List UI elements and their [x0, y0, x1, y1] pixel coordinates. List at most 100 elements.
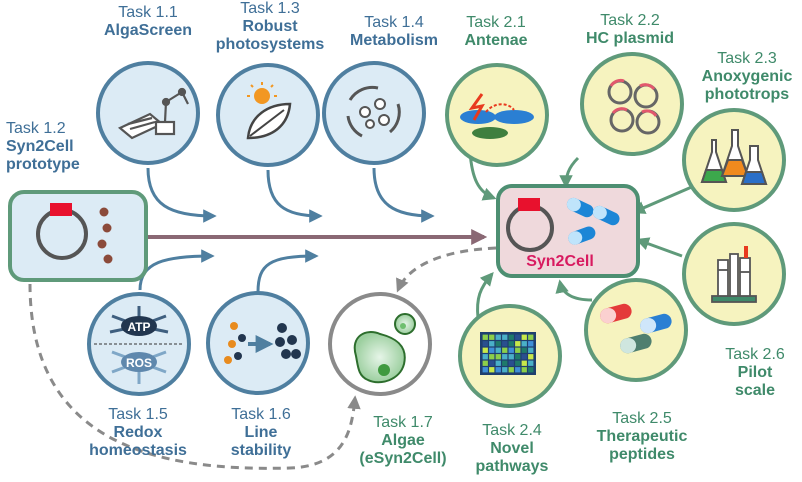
task-1-6-label: Task 1.6 Line stability: [206, 406, 316, 460]
pathway-grid-cell: [521, 367, 527, 373]
plasmid-rings-icon: [607, 78, 661, 135]
task-2-2-label: Task 2.2 HC plasmid: [570, 12, 690, 48]
task-1-1-label: Task 1.1 AlgaScreen: [88, 4, 208, 40]
task-title: Robust photosystems: [215, 18, 325, 53]
robot-arm-icon: [117, 87, 189, 140]
pathway-grid-cell: [502, 367, 508, 373]
pathway-grid-cell: [515, 347, 521, 353]
pathway-grid-cell: [489, 341, 495, 347]
task-number: Task 1.2: [6, 120, 66, 137]
task-title: Metabolism: [349, 32, 438, 49]
task-1-7-label: Task 1.7 Algae (eSyn2Cell): [348, 414, 458, 468]
task-1-2-label: Task 1.2 Syn2Cell prototype: [0, 120, 106, 174]
task-number: Task 2.3: [717, 50, 777, 67]
dashed-arrow-to-algae: [28, 283, 361, 470]
task-title: HC plasmid: [585, 30, 674, 47]
pathway-grid-cell: [495, 341, 501, 347]
task-title: Pilot scale: [734, 364, 776, 399]
pathway-grid-cell: [515, 354, 521, 360]
pathway-grid-cell: [482, 347, 488, 353]
task-number: Task 1.5: [108, 406, 168, 423]
task-2-6-circle: [682, 222, 786, 326]
pathway-grid-cell: [508, 341, 514, 347]
pathway-grid-cell: [502, 341, 508, 347]
cell-division-icon: [224, 322, 301, 364]
task-title: Line stability: [230, 424, 292, 459]
task-2-4-label: Task 2.4 Novel pathways: [470, 422, 554, 476]
syn2cell-center-label: Syn2Cell: [526, 253, 594, 270]
task-1-6-circle: [206, 291, 310, 395]
pathway-grid-cell: [528, 347, 534, 353]
arrow-task-1-6: [256, 249, 319, 293]
pathway-grid-cell: [528, 367, 534, 373]
task-1-5-label: Task 1.5 Redox homeostasis: [78, 406, 198, 460]
pathway-grid-cell: [495, 360, 501, 366]
task-2-1-label: Task 2.1 Antenae: [446, 14, 546, 50]
pathway-grid-cell: [495, 367, 501, 373]
pathway-grid-cell: [515, 341, 521, 347]
pathway-grid-cell: [489, 347, 495, 353]
task-title: Therapeutic peptides: [596, 428, 688, 463]
pathway-grid-cell: [528, 341, 534, 347]
task-number: Task 2.6: [725, 346, 785, 363]
pathway-grid-cell: [508, 367, 514, 373]
task-number: Task 2.5: [612, 410, 672, 427]
pathway-grid-cell: [489, 334, 495, 340]
pathway-grid-cell: [508, 334, 514, 340]
task-number: Task 1.7: [373, 414, 433, 431]
task-title: AlgaScreen: [103, 22, 193, 39]
alga-cell-icon: [353, 313, 416, 384]
task-2-6-label: Task 2.6 Pilot scale: [710, 346, 800, 400]
pathway-grid-cell: [528, 334, 534, 340]
pathway-grid-cell: [482, 367, 488, 373]
pathway-grid-cell: [495, 347, 501, 353]
pilot-bioreactor-icon: [711, 246, 757, 303]
metabolism-cycle-icon: [346, 85, 401, 138]
redox-atp-ros-icon: ATP ROS: [94, 306, 184, 384]
pathway-grid-cell: [482, 341, 488, 347]
task-number: Task 1.1: [118, 4, 178, 21]
task-1-5-circle: ATP ROS: [87, 292, 191, 396]
task-number: Task 1.6: [231, 406, 291, 423]
syn2cell-center-box: [496, 184, 640, 278]
task-title: Syn2Cell prototype: [6, 138, 80, 173]
plasmid-insert: [50, 203, 72, 216]
pathway-grid-cell: [489, 367, 495, 373]
pathway-grid-cell: [508, 347, 514, 353]
arrow-task-2-3: [631, 184, 695, 214]
pathway-grid-cell: [521, 354, 527, 360]
pathway-grid-cell: [502, 354, 508, 360]
task-2-1-circle: [445, 63, 549, 167]
pathway-grid-cell: [515, 334, 521, 340]
atp-label: ATP: [127, 320, 150, 334]
pathway-grid-cell: [521, 347, 527, 353]
pathway-grid-cell: [482, 360, 488, 366]
task-1-3-circle: [216, 63, 320, 167]
arrow-task-2-2: [559, 156, 580, 189]
pathway-grid-cell: [502, 360, 508, 366]
pathway-grid-cell: [495, 354, 501, 360]
task-2-5-circle: [584, 278, 688, 382]
task-number: Task 1.3: [240, 0, 300, 17]
sun-leaf-icon: [246, 82, 292, 140]
pathway-grid-cell: [521, 334, 527, 340]
pathway-grid-cell: [521, 360, 527, 366]
task-1-7-circle: [328, 292, 432, 396]
task-title: Novel pathways: [475, 440, 549, 475]
antenna-disc-icon: [460, 93, 534, 139]
capsules-icon: [600, 303, 672, 354]
task-1-3-label: Task 1.3 Robust photosystems: [210, 0, 330, 54]
task-number: Task 2.4: [482, 422, 542, 439]
pathway-grid-icon: [480, 332, 536, 375]
pathway-grid-cell: [521, 341, 527, 347]
task-2-3-circle: [682, 108, 786, 212]
pathway-grid-cell: [482, 354, 488, 360]
pathway-grid-cell: [489, 354, 495, 360]
arrow-task-1-5: [138, 249, 215, 291]
task-title: Anoxygenic phototrops: [701, 68, 793, 103]
task-2-5-label: Task 2.5 Therapeutic peptides: [582, 410, 702, 464]
pathway-grid-cell: [508, 360, 514, 366]
syn2cell-prototype-box: [8, 190, 148, 282]
flasks-icon: [700, 129, 768, 185]
